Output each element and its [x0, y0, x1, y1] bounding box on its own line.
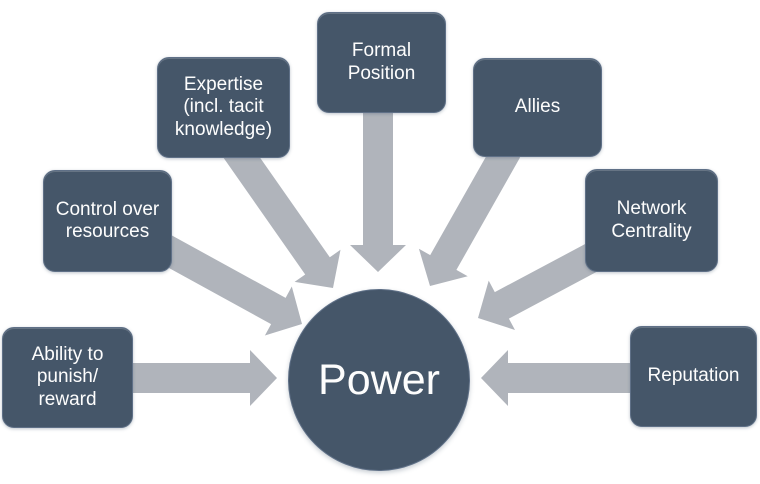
power-center-circle: Power	[288, 289, 470, 471]
arrow-allies-to-power	[418, 142, 521, 286]
arrow-ability-to-punish-reward-to-power	[133, 350, 277, 406]
factor-label-reputation: Reputation	[647, 365, 740, 387]
factor-label-allies: Allies	[514, 96, 561, 118]
factor-label-formal-position: Formal Position	[347, 40, 416, 84]
factor-label-expertise: Expertise (incl. tacit knowledge)	[174, 73, 273, 140]
factor-box-expertise: Expertise (incl. tacit knowledge)	[157, 57, 290, 158]
arrow-control-over-resources-to-power	[152, 232, 302, 336]
factor-label-network-centrality: Network Centrality	[611, 198, 692, 242]
factor-box-formal-position: Formal Position	[317, 12, 446, 113]
arrow-formal-position-to-power	[350, 110, 406, 272]
factor-box-allies: Allies	[473, 58, 602, 157]
power-label: Power	[318, 355, 440, 404]
arrow-reputation-to-power	[481, 350, 630, 406]
factor-box-network-centrality: Network Centrality	[585, 169, 718, 272]
arrow-network-centrality-to-power	[478, 238, 609, 330]
factor-box-control-over-resources: Control over resources	[43, 170, 172, 272]
factor-label-ability-to-punish-reward: Ability to punish/ reward	[31, 343, 104, 410]
factor-box-ability-to-punish-reward: Ability to punish/ reward	[2, 327, 133, 428]
factor-label-control-over-resources: Control over resources	[55, 198, 160, 242]
factor-box-reputation: Reputation	[630, 326, 757, 427]
arrow-expertise-to-power	[222, 139, 341, 288]
